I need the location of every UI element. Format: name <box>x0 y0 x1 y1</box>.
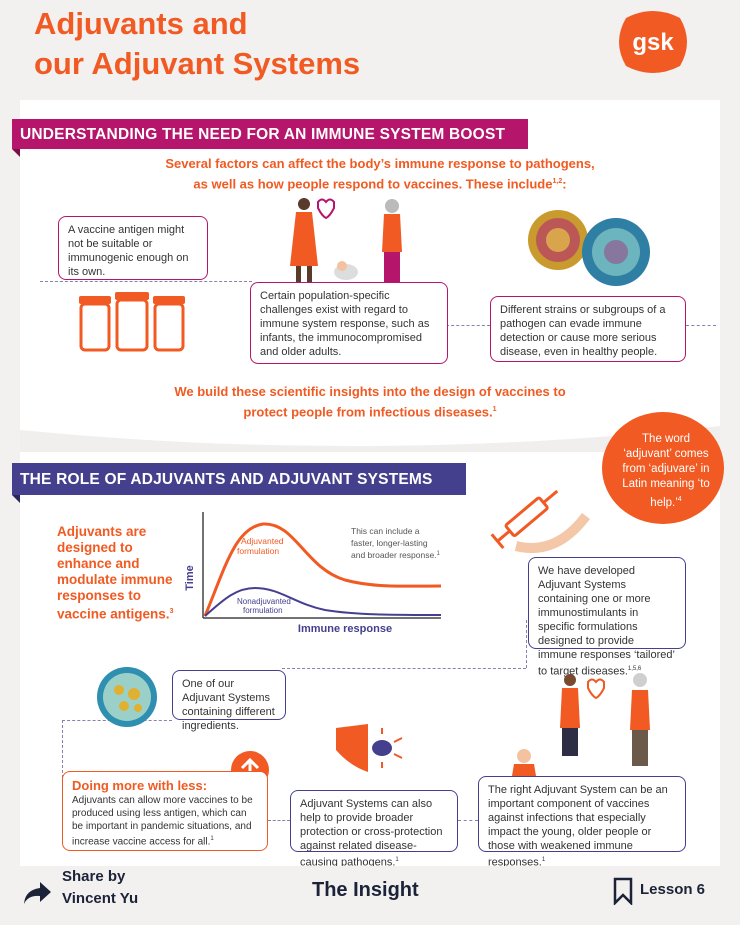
title-line-1: Adjuvants and <box>34 6 248 41</box>
section1-banner: UNDERSTANDING THE NEED FOR AN IMMUNE SYS… <box>12 119 528 149</box>
x-axis-label: Immune response <box>298 623 392 635</box>
heart-shield-icon <box>587 678 605 700</box>
shield-icon <box>336 724 403 772</box>
title-line-2: our Adjuvant Systems <box>34 46 361 81</box>
definition-text: The word ‘adjuvant’ comes from ‘adjuvare… <box>622 433 710 509</box>
lesson-label: Lesson 6 <box>640 881 706 898</box>
intro-sup: 1,2 <box>552 178 563 185</box>
connector-line <box>268 820 290 821</box>
pathogen-illustration <box>528 210 650 286</box>
antigen-box: A vaccine antigen might not be suitable … <box>58 216 208 280</box>
share-line-2: Vincent Yu <box>62 890 139 907</box>
insight-line-2: protect people from infectious diseases. <box>243 404 493 420</box>
share-arrow-icon[interactable] <box>22 880 52 906</box>
section1-intro: Several factors can affect the body’s im… <box>120 155 640 193</box>
vials-icon <box>79 292 185 352</box>
intro-line-2: as well as how people respond to vaccine… <box>193 176 553 192</box>
connector-line <box>40 281 252 282</box>
heart-shield-icon <box>317 198 335 220</box>
syringe-icon <box>490 489 590 553</box>
adjuvant-definition-circle: The word ‘adjuvant’ comes from ‘adjuvare… <box>602 412 724 524</box>
share-credit: Share by Vincent Yu <box>62 866 138 910</box>
gsk-logo-text: gsk <box>632 29 674 56</box>
doing-more-text: Adjuvants can allow more vaccines to be … <box>72 795 253 848</box>
connector-line <box>526 620 527 668</box>
protection-text: Adjuvant Systems can also help to provid… <box>300 798 443 869</box>
adjuvants-text: Adjuvants are designed to enhance and mo… <box>57 524 173 622</box>
developed-text: We have developed Adjuvant Systems conta… <box>538 565 675 678</box>
section-divider <box>20 426 720 452</box>
series-nonadjuvanted <box>204 586 442 617</box>
ingredients-box: One of our Adjuvant Systems containing d… <box>172 670 286 732</box>
footer-title: The Insight <box>312 879 419 901</box>
insight-sup: 1 <box>492 406 497 413</box>
adjuvants-sup: 3 <box>169 608 174 615</box>
y-axis-label: Time <box>185 565 196 590</box>
gsk-logo: gsk <box>619 11 687 73</box>
page-title: Adjuvants and our Adjuvant Systems <box>34 4 360 84</box>
protection-sup: 1 <box>395 857 399 863</box>
definition-sup: 4 <box>677 496 682 503</box>
doing-more-title: Doing more with less: <box>72 778 208 793</box>
family-illustration <box>512 673 650 776</box>
right-system-text: The right Adjuvant System can be an impo… <box>488 784 668 869</box>
connector-line <box>282 668 526 669</box>
share-line-1: Share by <box>62 868 126 885</box>
adjuvant-particle-icon <box>97 667 157 727</box>
intro-end: : <box>562 176 567 192</box>
connector-line <box>446 325 490 326</box>
developed-sup: 1,5,6 <box>627 666 642 672</box>
population-box: Certain population-specific challenges e… <box>250 282 448 364</box>
connector-line <box>458 820 478 821</box>
people-illustration <box>290 198 402 282</box>
developed-box: We have developed Adjuvant Systems conta… <box>528 557 686 678</box>
bookmark-icon[interactable] <box>612 877 634 905</box>
doing-more-sup: 1 <box>210 836 214 842</box>
protection-box: Adjuvant Systems can also help to provid… <box>290 790 458 869</box>
banner-fold <box>12 495 20 503</box>
doing-more-box: Doing more with less: Adjuvants can allo… <box>62 771 268 851</box>
connector-line <box>686 325 716 326</box>
insight-line-1: We build these scientific insights into … <box>174 384 566 399</box>
section2-banner: THE ROLE OF ADJUVANTS AND ADJUVANT SYSTE… <box>12 463 466 495</box>
insight-text: We build these scientific insights into … <box>130 383 610 421</box>
series-adjuvanted <box>203 522 442 617</box>
intro-line-1: Several factors can affect the body’s im… <box>165 156 595 171</box>
banner-fold <box>12 149 20 157</box>
adjuvants-description: Adjuvants are designed to enhance and mo… <box>57 524 177 623</box>
strains-box: Different strains or subgroups of a path… <box>490 296 686 362</box>
footer-bar <box>0 866 740 925</box>
connector-line <box>62 720 63 778</box>
right-system-sup: 1 <box>541 857 546 863</box>
right-system-box: The right Adjuvant System can be an impo… <box>478 776 686 869</box>
